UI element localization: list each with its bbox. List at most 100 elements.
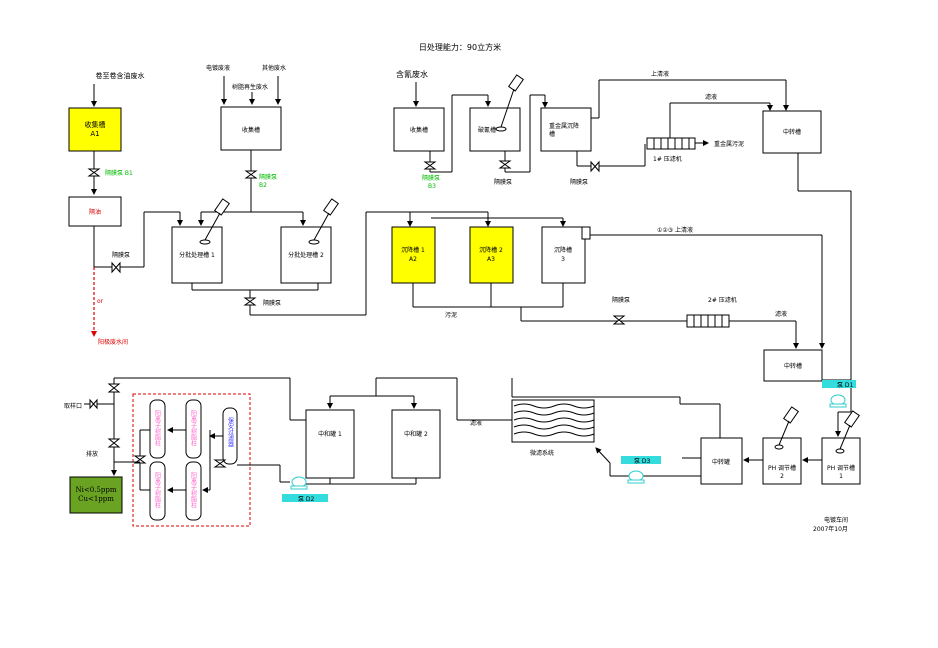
tank-neutral-2-label: 中和罐 2 bbox=[404, 430, 428, 438]
resin-col-1-label: 阳离子树脂柱 bbox=[154, 409, 161, 447]
tank-settle-2 bbox=[469, 226, 514, 284]
label-pump-d2: 泵 D2 bbox=[298, 496, 315, 503]
valve-icon bbox=[243, 297, 257, 306]
label-press-2: 2# 压滤机 bbox=[708, 296, 737, 304]
resin-col-3-label: 阳离子树脂柱 bbox=[190, 409, 197, 447]
tank-transfer-mid bbox=[763, 349, 823, 382]
source-other: 其他废水 bbox=[262, 64, 286, 72]
resin-column-2: 阳离子树脂柱 bbox=[149, 461, 166, 521]
valve-icon bbox=[244, 170, 258, 179]
valve-icon bbox=[213, 459, 227, 468]
resin-column-3: 阳离子树脂柱 bbox=[185, 399, 202, 459]
valve-icon bbox=[107, 438, 121, 448]
resin-column-1: 阳离子树脂柱 bbox=[149, 399, 166, 459]
valve-icon bbox=[612, 315, 626, 325]
tank-batch-1 bbox=[171, 226, 223, 284]
tank-collect-a1 bbox=[68, 107, 122, 152]
tank-collect-2-label: 收集槽 bbox=[242, 126, 260, 134]
valve-icon bbox=[87, 168, 101, 177]
filter-column: 保安过滤器 bbox=[222, 407, 238, 465]
resin-col-2-label: 阳离子树脂柱 bbox=[154, 471, 161, 509]
label-pump-batch: 隔膜泵 bbox=[263, 299, 281, 307]
label-supernatant-top: 上清液 bbox=[651, 70, 669, 78]
label-sludge: 污泥 bbox=[445, 311, 457, 319]
label-press-1: 1# 压滤机 bbox=[653, 155, 682, 163]
pump-d3-badge bbox=[621, 456, 661, 464]
label-filtrate-mid: 滤液 bbox=[775, 310, 787, 318]
label-or: or bbox=[97, 298, 104, 305]
label-discharge: 排放 bbox=[86, 450, 98, 458]
label-pump-press2: 隔膜泵 bbox=[612, 296, 630, 304]
mixer-icon bbox=[835, 410, 860, 454]
source-electroplating: 电镀废液 bbox=[206, 64, 230, 72]
tank-transfer-top-label: 中转槽 bbox=[783, 128, 801, 136]
tank-isolate-label: 隔油 bbox=[89, 208, 101, 216]
press-filter-1 bbox=[646, 137, 696, 150]
valve-icon bbox=[133, 455, 147, 464]
tank-transfer-top bbox=[762, 110, 822, 154]
valve-icon bbox=[89, 398, 98, 410]
mixer-icon bbox=[495, 74, 524, 132]
tank-neutral-1-label: 中和罐 1 bbox=[318, 430, 342, 438]
footer-date: 2007年10月 bbox=[813, 525, 848, 533]
label-micro-filter: 微滤系统 bbox=[530, 449, 554, 457]
mixer-icon bbox=[308, 198, 339, 245]
footer-dept: 电镀车间 bbox=[824, 516, 848, 524]
filter-col-label: 保安过滤器 bbox=[227, 416, 234, 448]
tank-isolate bbox=[68, 196, 122, 227]
tank-collect-2 bbox=[220, 106, 282, 151]
label-pump-b1: 隔膜泵 B1 bbox=[105, 169, 133, 177]
tank-heavy-metal-label: 重金属沉降槽 bbox=[549, 122, 579, 138]
mixer-icon bbox=[774, 406, 799, 450]
resin-column-4: 阳离子树脂柱 bbox=[185, 461, 202, 521]
resin-col-4-label: 阳离子树脂柱 bbox=[190, 471, 197, 509]
label-pump-d3: 泵 D3 bbox=[634, 458, 651, 465]
tank-batch-2 bbox=[280, 226, 332, 284]
tank-neutral-1 bbox=[305, 409, 355, 479]
label-heavy-sludge: 重金属污泥 bbox=[714, 140, 744, 148]
source-resin: 树脂再生废水 bbox=[232, 83, 268, 91]
diagram-title: 日处理能力：90立方米 bbox=[419, 42, 501, 52]
tank-batch-2-label: 分批处理槽 2 bbox=[288, 251, 324, 259]
label-pump-heavy: 隔膜泵 bbox=[570, 178, 588, 186]
tank-settle-1 bbox=[391, 226, 436, 284]
valve-icon bbox=[111, 261, 121, 274]
label-anode: 阳极废水间 bbox=[98, 338, 128, 346]
valve-icon bbox=[107, 383, 121, 393]
micro-filter bbox=[511, 399, 595, 443]
label-pump-d1: 泵 D1 bbox=[837, 382, 854, 389]
pump-icon bbox=[829, 394, 847, 408]
valve-icon bbox=[590, 160, 600, 173]
tank-batch-1-label: 分批处理槽 1 bbox=[179, 251, 215, 259]
label-sample-port: 取样口 bbox=[64, 402, 82, 410]
pump-icon bbox=[290, 476, 308, 490]
resin-system-frame bbox=[132, 393, 251, 527]
tank-transfer-mid-label: 中转槽 bbox=[784, 362, 802, 370]
tank-transfer-bot-label: 中转罐 bbox=[712, 458, 730, 466]
tank-settle-3 bbox=[541, 226, 586, 284]
label-filtrate-top: 滤液 bbox=[705, 93, 717, 101]
tank-collect-3 bbox=[393, 107, 445, 152]
valve-icon bbox=[498, 160, 512, 169]
pump-d1-badge bbox=[822, 380, 856, 388]
label-pump-decyan: 隔膜泵 bbox=[494, 178, 512, 186]
tank-neutral-2 bbox=[391, 409, 441, 479]
valve-icon bbox=[423, 161, 437, 170]
label-pump-oil: 隔膜泵 bbox=[112, 251, 130, 259]
tank-decyan bbox=[469, 107, 521, 152]
tank-heavy-metal bbox=[540, 107, 592, 152]
source-oil: 卷至卷含油废水 bbox=[96, 71, 145, 80]
pump-icon bbox=[627, 470, 645, 484]
label-filtrate-bot: 滤液 bbox=[470, 419, 482, 427]
tank-transfer-bot bbox=[700, 437, 743, 485]
pump-d2-badge bbox=[282, 494, 328, 502]
